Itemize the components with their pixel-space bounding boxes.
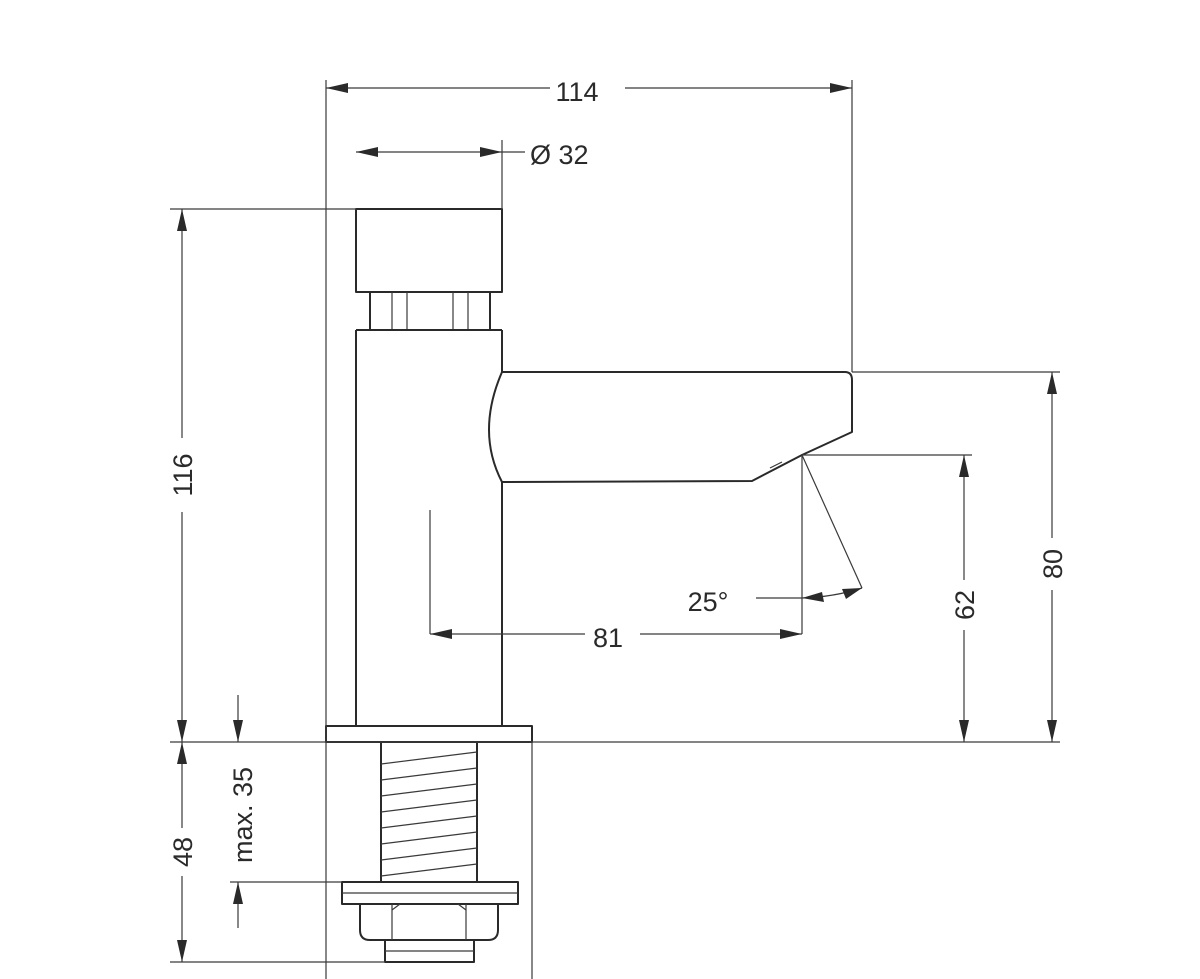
label-spray-angle: 25° (688, 587, 729, 617)
label-outlet-height: 62 (950, 590, 980, 620)
label-total-height: 116 (168, 453, 198, 496)
faucet-column (355, 330, 503, 726)
base-flange (325, 725, 533, 743)
label-button-diameter: Ø 32 (530, 140, 589, 170)
faucet-outline (325, 208, 853, 963)
label-spout-top-height: 80 (1038, 549, 1068, 579)
label-spout-reach: 81 (593, 623, 623, 653)
aerator-mark (769, 461, 783, 469)
button-collar (356, 292, 502, 331)
label-max-counter-thickness: max. 35 (228, 767, 258, 863)
threaded-shank (380, 741, 478, 883)
faucet-spout (488, 371, 853, 483)
dimension-lines (170, 80, 1060, 979)
hex-nut (359, 903, 499, 941)
label-shank-length: 48 (168, 837, 198, 867)
push-button-cap (355, 208, 503, 293)
label-overall-width: 114 (555, 77, 598, 107)
dimension-labels: 114 Ø 32 116 81 25° 62 80 48 max. 35 (168, 77, 1068, 867)
